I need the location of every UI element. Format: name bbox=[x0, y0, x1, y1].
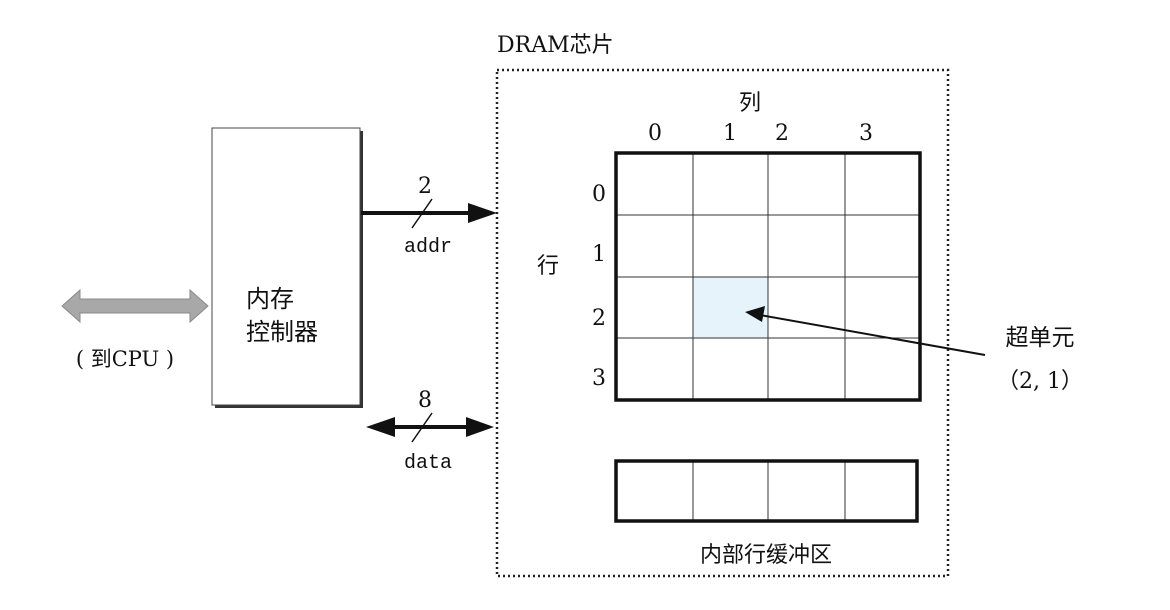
row-buffer-border bbox=[614, 459, 919, 523]
row-index-label: 3 bbox=[592, 366, 606, 391]
internal-row-buffer bbox=[614, 459, 919, 523]
dram-chip-boundary bbox=[495, 68, 950, 578]
column-index-label: 3 bbox=[859, 121, 873, 146]
row-buffer-label: 内部行缓冲区 bbox=[700, 543, 832, 568]
row-index-label: 2 bbox=[592, 306, 606, 331]
supercell-label: 超单元 bbox=[1006, 325, 1075, 351]
column-index-label: 1 bbox=[723, 121, 737, 146]
row-index-label: 1 bbox=[592, 242, 606, 267]
dram-cell-array bbox=[614, 151, 922, 402]
data-label: data bbox=[404, 452, 452, 475]
memory-controller: 内存 控制器 bbox=[211, 127, 363, 408]
row-title: 行 bbox=[537, 254, 559, 279]
addr-width: 2 bbox=[418, 174, 432, 199]
cpu-bus-arrow bbox=[61, 288, 209, 324]
data-bus bbox=[366, 412, 494, 443]
controller-label-line2: 控制器 bbox=[246, 318, 318, 346]
addr-label: addr bbox=[404, 236, 452, 259]
cpu-label: ( 到CPU ) bbox=[76, 347, 174, 371]
column-index-label: 0 bbox=[648, 121, 662, 146]
column-title: 列 bbox=[739, 91, 761, 116]
chip-title: DRAM芯片 bbox=[497, 33, 614, 58]
row-index-label: 0 bbox=[592, 182, 606, 207]
addr-bus bbox=[361, 198, 497, 229]
controller-label-line1: 内存 bbox=[246, 285, 294, 313]
column-index-label: 2 bbox=[775, 121, 789, 146]
supercell-coords: （2, 1） bbox=[997, 369, 1083, 394]
supercell-pointer bbox=[745, 306, 986, 356]
array-border bbox=[614, 151, 922, 402]
data-width: 8 bbox=[418, 388, 432, 413]
supercell-highlight bbox=[693, 277, 768, 338]
